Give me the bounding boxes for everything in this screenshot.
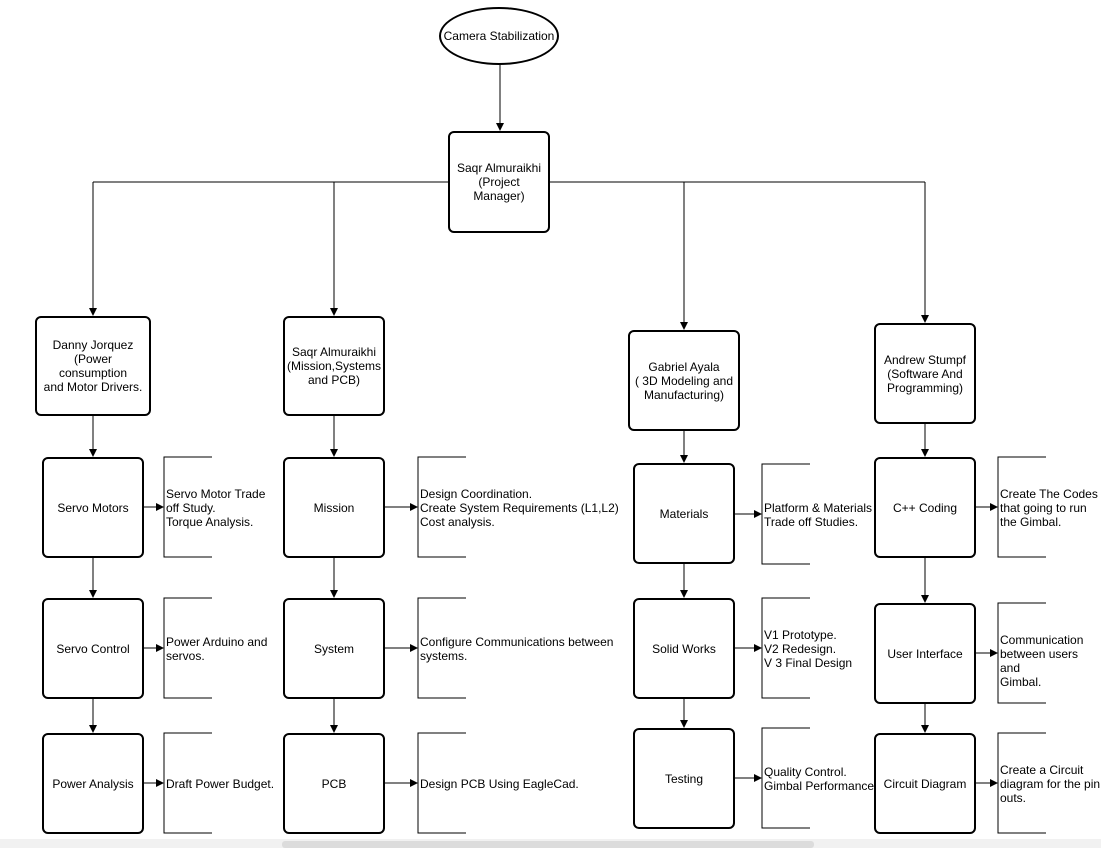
bracket-materials [761,463,810,565]
task-node-pcb[interactable]: PCB [283,733,385,834]
task-node-mission[interactable]: Mission [283,457,385,558]
task-node-user-interface[interactable]: User Interface [874,603,976,704]
member-node-gabriel-ayala[interactable]: Gabriel Ayala ( 3D Modeling and Manufact… [628,330,740,431]
note-pcb[interactable]: Design PCB Using EagleCad. [420,777,579,791]
bracket-servo-control [163,597,212,699]
bracket-mission [417,456,466,558]
project-manager-node[interactable]: Saqr Almuraikhi (Project Manager) [448,131,550,233]
bracket-power-analysis [163,732,212,834]
task-node-testing[interactable]: Testing [633,728,735,829]
bracket-system [417,597,466,699]
note-materials[interactable]: Platform & Materials Trade off Studies. [764,501,873,529]
note-power-analysis[interactable]: Draft Power Budget. [166,777,275,791]
task-node-system[interactable]: System [283,598,385,699]
bracket-pcb [417,732,466,834]
scrollbar-thumb[interactable] [282,841,814,848]
member-node-andrew-stumpf[interactable]: Andrew Stumpf (Software And Programming) [874,323,976,424]
note-cpp-coding[interactable]: Create The Codes that going to run the G… [1000,487,1098,529]
task-node-cpp-coding[interactable]: C++ Coding [874,457,976,558]
note-mission[interactable]: Design Coordination. Create System Requi… [420,487,619,529]
task-node-power-analysis[interactable]: Power Analysis [42,733,144,834]
bracket-circuit-diagram [997,732,1046,834]
note-solid-works[interactable]: V1 Prototype. V2 Redesign. V 3 Final Des… [764,628,853,670]
bracket-cpp-coding [997,456,1046,558]
task-node-servo-motors[interactable]: Servo Motors [42,457,144,558]
root-node[interactable]: Camera Stabilization [439,7,559,65]
bracket-testing [761,727,810,829]
horizontal-scrollbar[interactable] [0,839,1101,848]
bracket-solid-works [761,597,810,699]
bracket-servo-motors [163,456,212,558]
bracket-user-interface [997,602,1046,704]
task-node-materials[interactable]: Materials [633,463,735,564]
task-node-solid-works[interactable]: Solid Works [633,598,735,699]
member-node-danny-jorquez[interactable]: Danny Jorquez (Power consumption and Mot… [35,316,151,416]
note-servo-motors[interactable]: Servo Motor Trade off Study. Torque Anal… [166,487,266,529]
member-node-saqr-almuraikhi[interactable]: Saqr Almuraikhi (Mission,Systems and PCB… [283,316,385,416]
note-servo-control[interactable]: Power Arduino and servos. [166,635,268,663]
task-node-servo-control[interactable]: Servo Control [42,598,144,699]
note-circuit-diagram[interactable]: Create a Circuit diagram for the pin out… [1000,763,1101,805]
note-system[interactable]: Configure Communications between systems… [420,635,614,663]
note-testing[interactable]: Quality Control. Gimbal Performance [764,765,875,793]
note-user-interface[interactable]: Communication between users and Gimbal. [1000,633,1084,689]
task-node-circuit-diagram[interactable]: Circuit Diagram [874,733,976,834]
